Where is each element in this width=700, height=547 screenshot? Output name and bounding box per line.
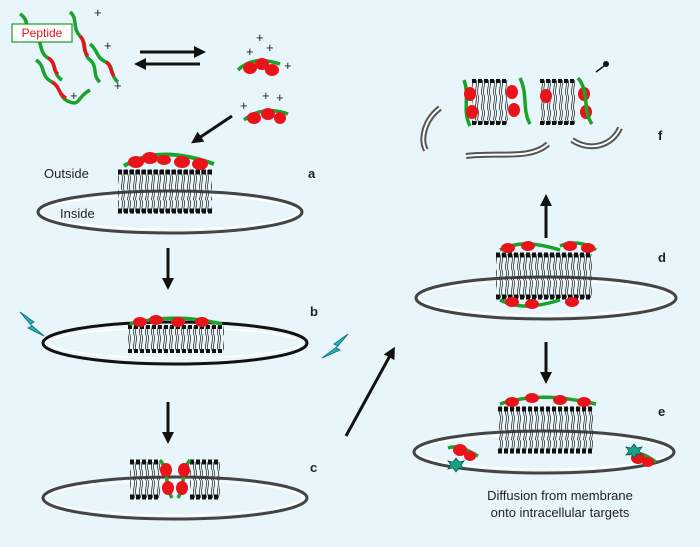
lightning-icon — [321, 333, 349, 359]
charge-plus: + — [246, 44, 254, 59]
charge-plus: + — [284, 58, 292, 73]
charge-plus: + — [70, 88, 78, 103]
panel-label-c: c — [310, 460, 317, 475]
panel-e: e — [412, 393, 676, 475]
lightning-icon — [19, 311, 45, 337]
equilibrium-arrows-icon — [134, 46, 206, 70]
arrow-to-a — [191, 114, 233, 144]
charge-plus: + — [256, 30, 264, 45]
peptide-label-text: Peptide — [22, 26, 63, 40]
panel-label-d: d — [658, 250, 666, 265]
panel-label-f: f — [658, 128, 663, 143]
panel-f: f — [420, 61, 663, 159]
intracellular-target-icon — [625, 443, 643, 459]
intracellular-target-icon — [447, 457, 465, 473]
panel-label-e: e — [658, 404, 665, 419]
charge-plus: + — [276, 90, 284, 105]
arrow-c-to-d — [344, 346, 395, 437]
inside-label: Inside — [60, 206, 95, 221]
panel-d: d — [414, 241, 678, 321]
caption-line-1: Diffusion from membrane — [487, 488, 633, 503]
charge-plus: + — [240, 98, 248, 113]
aggregated-peptides: + + + + + + + — [236, 30, 292, 124]
charge-plus: + — [262, 88, 270, 103]
outside-label: Outside — [44, 166, 89, 181]
panel-c: c — [41, 458, 317, 521]
panel-b: b — [19, 304, 349, 366]
caption: Diffusion from membrane onto intracellul… — [487, 488, 633, 520]
charge-plus: + — [94, 5, 102, 20]
charge-plus: + — [104, 38, 112, 53]
panel-label-a: a — [308, 166, 316, 181]
charge-plus: + — [266, 40, 274, 55]
free-peptides: + + + + — [18, 5, 122, 105]
panel-label-b: b — [310, 304, 318, 319]
panel-a: Outside Inside a — [36, 152, 316, 235]
peptide-label: Peptide — [11, 23, 73, 43]
charge-plus: + — [114, 78, 122, 93]
caption-line-2: onto intracellular targets — [491, 505, 630, 520]
